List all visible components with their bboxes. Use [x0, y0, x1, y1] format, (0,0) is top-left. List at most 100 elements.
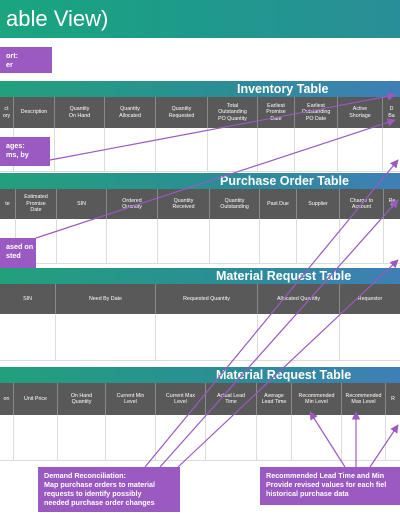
header-cell: On Hand Quantity	[58, 383, 106, 415]
table-cell	[340, 219, 384, 263]
callout-line: needed purchase order changes	[44, 498, 155, 507]
table-cell	[16, 219, 57, 263]
material-request-table-2-band: Material Request Table	[0, 367, 400, 383]
arrow-line	[369, 424, 399, 468]
callout-line: ort:	[6, 51, 18, 60]
table-cell	[107, 219, 158, 263]
table-cell	[258, 128, 295, 171]
header-cell: on	[0, 383, 14, 415]
header-cell: Supplier	[297, 189, 340, 219]
callout-line: ms, by	[6, 150, 29, 159]
header-cell: Requestor	[357, 295, 383, 302]
callout-line: sted	[6, 251, 21, 260]
header-cell: ct ory	[0, 97, 14, 128]
header-cell: Average Lead Time	[257, 383, 292, 415]
callout-line: er	[6, 60, 13, 69]
callout-heading: Recommended Lead Time and Min	[266, 471, 385, 480]
header-cell: Recommended Max Level	[342, 383, 386, 415]
table-cell	[0, 314, 56, 360]
table-cell	[0, 415, 14, 460]
material-request-2-header-row: on Unit Price On Hand Quantity Current M…	[0, 383, 400, 415]
header-cell: Quantity Requested	[156, 97, 208, 128]
table-cell	[208, 128, 258, 171]
header-cell: Description	[14, 97, 55, 128]
header-cell: Need By Date	[56, 284, 156, 314]
page-title: able View)	[6, 6, 109, 31]
callout-line: Provide revised values for each fiel	[266, 480, 387, 489]
header-cell: Unit Price	[14, 383, 58, 415]
header-cell: Total Outstanding PO Quantity	[208, 97, 258, 128]
table-cell	[260, 219, 297, 263]
table-cell	[210, 219, 260, 263]
header-cell: R	[391, 395, 395, 402]
table-cell	[338, 128, 383, 171]
header-cell: Quantity Allocated	[105, 97, 156, 128]
purchase-order-header-row: te Estimated Promise Date SIN Ordered Qu…	[0, 189, 400, 219]
inventory-body-row	[0, 128, 400, 172]
callout-demand-reconciliation: Demand Reconciliation: Map purchase orde…	[38, 467, 180, 512]
table-cell	[106, 415, 156, 460]
header-cell: SIN	[0, 284, 56, 314]
table-cell	[342, 415, 386, 460]
header-cell: Estimated Promise Date	[16, 189, 57, 219]
arrow-line	[144, 159, 399, 468]
arrow-line	[177, 259, 399, 468]
table-cell	[258, 314, 340, 360]
callout-line: ased on	[6, 242, 34, 251]
header-cell: Past Due	[260, 189, 297, 219]
table-cell	[105, 128, 156, 171]
arrow-line	[159, 199, 399, 468]
table-cell	[158, 219, 210, 263]
inventory-table-band: Inventory Table	[0, 81, 400, 97]
header-cell: te	[0, 189, 16, 219]
arrow-line	[49, 92, 396, 161]
table-cell	[14, 415, 58, 460]
header-cell: SIN	[57, 189, 107, 219]
header-cell: Quantity On Hand	[55, 97, 105, 128]
table-cell	[14, 128, 55, 171]
table-cell	[156, 314, 258, 360]
header-cell: Quantity Received	[158, 189, 210, 219]
table-cell	[58, 415, 106, 460]
callout-line: requests to identify possibly	[44, 489, 142, 498]
callout-line: ages:	[6, 141, 25, 150]
header-cell: Active Shortage	[338, 97, 383, 128]
material-request-table-title: Material Request Table	[216, 269, 352, 283]
inventory-table-title: Inventory Table	[237, 82, 329, 96]
callout-shortages: ages: ms, by	[0, 137, 50, 166]
table-cell	[156, 128, 208, 171]
table-cell	[57, 219, 107, 263]
table-cell	[56, 314, 156, 360]
header-cell: Earliest Outstanding PO Date	[295, 97, 338, 128]
header-cell: Current Max Level	[156, 383, 206, 415]
title-bar: able View)	[0, 0, 400, 38]
header-cell: Current Min Level	[106, 383, 156, 415]
header-cell: Requested Quantity	[156, 284, 258, 314]
purchase-order-table-band: Purchase Order Table	[0, 173, 400, 189]
table-cell	[206, 415, 257, 460]
callout-line: historical purchase data	[266, 489, 349, 498]
callout-heading: Demand Reconciliation:	[44, 471, 126, 480]
callout-report: ort: er	[0, 47, 52, 73]
table-cell	[156, 415, 206, 460]
callout-requested: ased on sted	[0, 238, 36, 268]
header-cell: Allocated Quantity	[258, 284, 340, 314]
material-request-header-row: SIN Need By Date Requested Quantity Allo…	[0, 284, 400, 314]
arrow-line	[309, 411, 346, 468]
callout-recommended-lead-time: Recommended Lead Time and Min Provide re…	[260, 467, 400, 505]
table-cell	[295, 128, 338, 171]
callout-line: Map purchase orders to material	[44, 480, 156, 489]
purchase-order-table-title: Purchase Order Table	[220, 174, 349, 188]
material-request-table-2-title: Material Request Table	[216, 368, 352, 382]
table-cell	[297, 219, 340, 263]
table-cell	[292, 415, 342, 460]
inventory-header-row: ct ory Description Quantity On Hand Quan…	[0, 97, 400, 128]
material-request-table-band: Material Request Table	[0, 268, 400, 284]
header-cell: D Ba	[388, 106, 395, 119]
purchase-order-body-row	[0, 219, 400, 264]
header-cell: Recommended Min Level	[292, 383, 342, 415]
arrow-line	[35, 118, 396, 239]
material-request-body-row	[0, 314, 400, 361]
header-cell: Earliest Promise Date	[258, 97, 295, 128]
